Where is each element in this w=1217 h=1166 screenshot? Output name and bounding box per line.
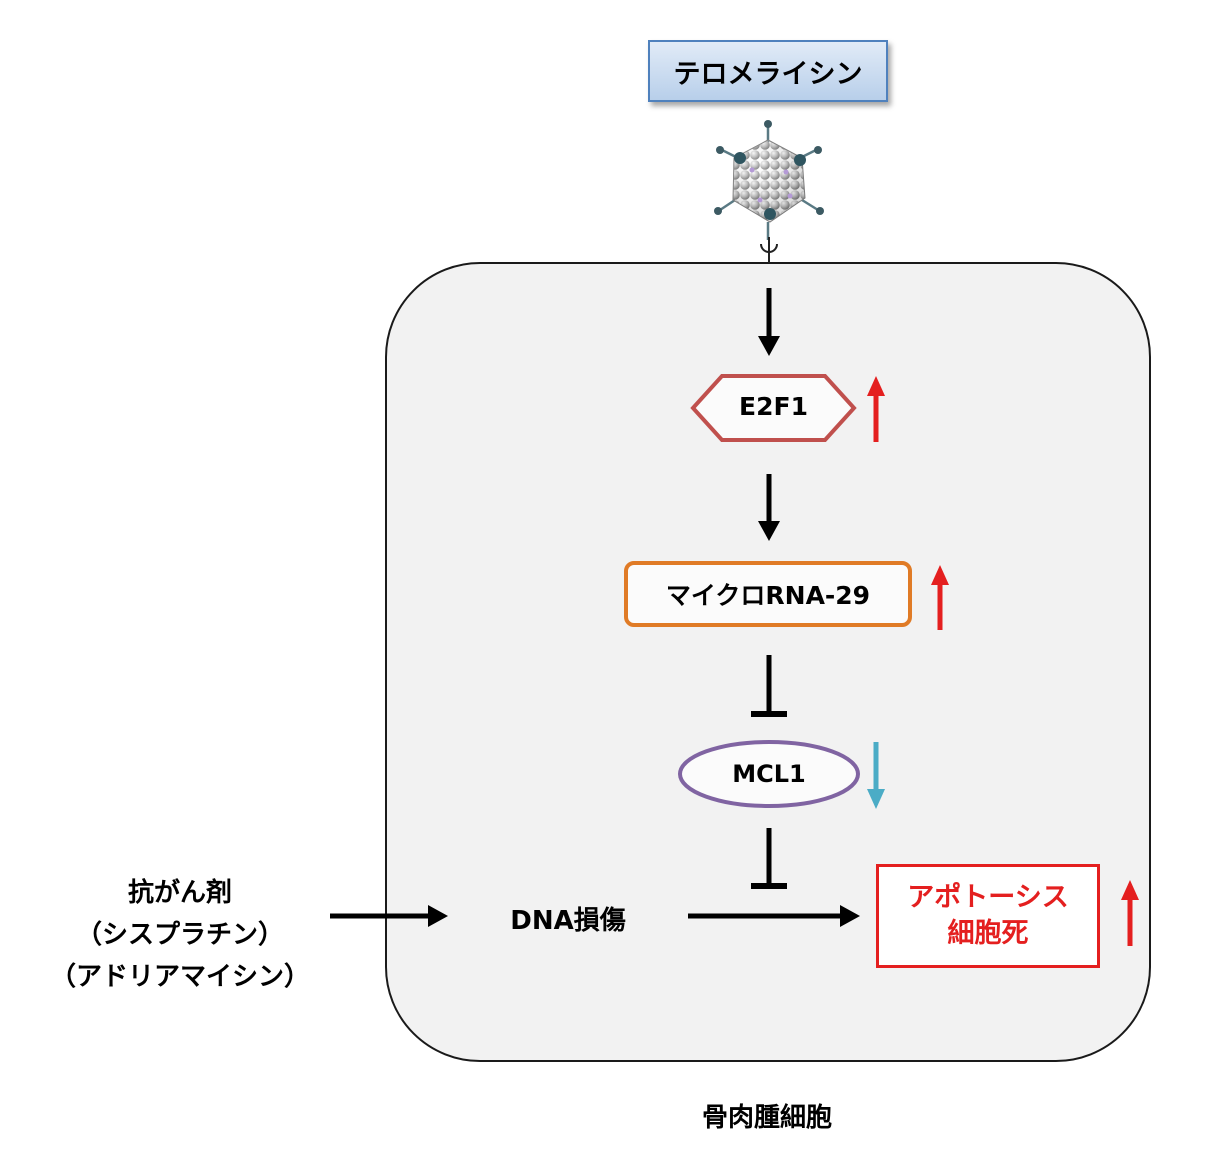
e2f1-node [690,374,857,442]
mcl1-node [678,740,860,808]
cell-label: 骨肉腫細胞 [701,1103,832,1133]
chemo-label-line2: （シスプラチン） [75,920,284,950]
chemo-label: 抗がん剤 （シスプラチン） （アドリアマイシン） [40,872,320,998]
mirna-label: マイクロRNA-29 [665,581,871,610]
mirna-node: マイクロRNA-29 [624,561,912,627]
e2f1-up-arrow-icon [867,376,885,442]
mcl1-down-arrow-icon [867,742,885,809]
mcl1-label: MCL1 [732,760,806,788]
chemo-label-line1: 抗がん剤 [127,878,232,908]
telomelysin-label: テロメライシン [673,58,863,90]
telomelysin-box: テロメライシン [648,40,888,102]
adenovirus-icon [714,120,824,240]
apoptosis-label-line1: アポトーシス [907,882,1069,913]
e2f1-label: E2F1 [739,392,808,421]
inhibit-mcl1-to-pathway [751,828,787,889]
apoptosis-label-line2: 細胞死 [947,918,1029,949]
apoptosis-up-arrow-icon [1121,880,1139,946]
apoptosis-node: アポトーシス 細胞死 [876,864,1100,968]
arrow-dna-damage-to-apoptosis [688,905,860,927]
mirna-up-arrow-icon [931,565,949,630]
dna-damage-label: DNA損傷 [510,906,626,936]
chemo-label-line3: （アドリアマイシン） [49,962,310,992]
arrow-chemo-to-dna-damage [330,905,448,927]
arrow-e2f1-to-mirna [758,474,780,541]
arrow-virus-to-e2f1 [758,288,780,356]
receptor-icon [760,237,778,263]
inhibit-mirna-to-mcl1 [751,655,787,717]
